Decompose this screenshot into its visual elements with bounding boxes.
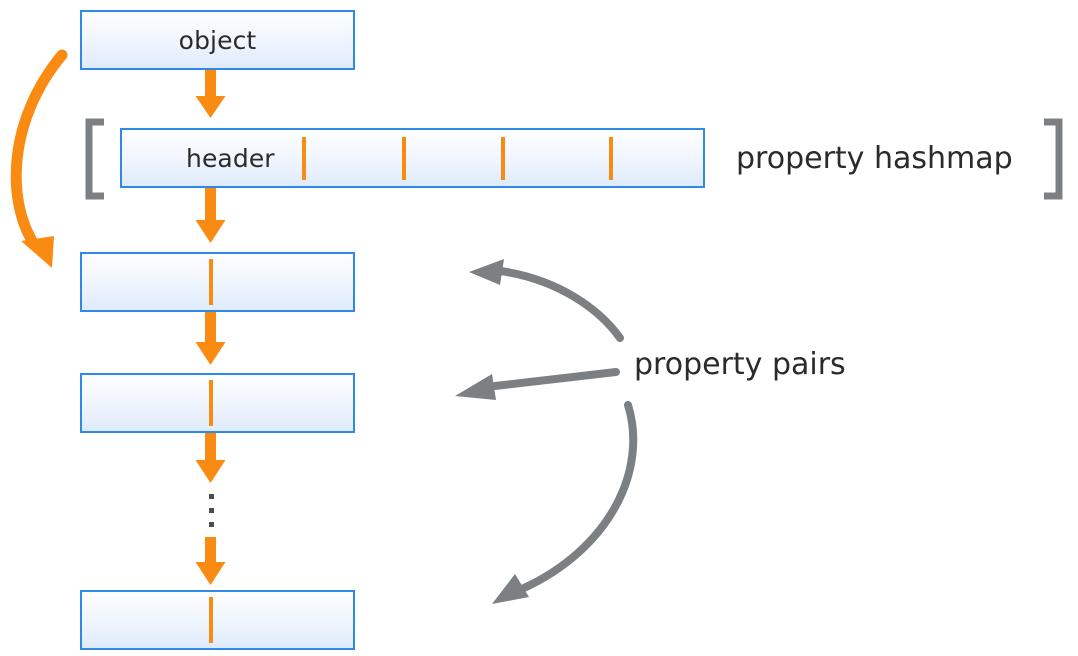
- callout-arrow-middle: [455, 368, 620, 400]
- pair-n-divider: [209, 597, 213, 643]
- arrow-object-to-pair1-curve: [10, 49, 68, 268]
- node-header-label: header: [186, 143, 275, 173]
- node-property-pair-1[interactable]: [80, 252, 355, 312]
- callout-arrow-bottom: [492, 401, 638, 604]
- ellipsis-dot: [208, 522, 214, 527]
- arrow-header-to-pair1: [195, 188, 226, 243]
- node-object[interactable]: object: [80, 10, 355, 70]
- bracket-left: [85, 118, 104, 200]
- bracket-right: [1044, 118, 1063, 200]
- arrow-pair1-to-pair2: [195, 312, 226, 365]
- label-property-hashmap: property hashmap: [736, 141, 1013, 176]
- label-property-pairs: property pairs: [634, 347, 846, 382]
- vertical-ellipsis: [208, 494, 214, 527]
- pair-2-divider: [209, 380, 213, 426]
- callout-arrow-top: [469, 259, 624, 342]
- hashmap-tick-4: [609, 137, 613, 180]
- arrow-pair2-to-ellipsis: [195, 433, 226, 483]
- ellipsis-dot: [208, 508, 214, 513]
- hashmap-tick-2: [402, 137, 406, 180]
- node-header[interactable]: header: [120, 128, 705, 188]
- node-object-label: object: [178, 25, 257, 55]
- arrow-object-to-header: [195, 70, 226, 118]
- pair-1-divider: [209, 259, 213, 305]
- node-property-pair-n[interactable]: [80, 590, 355, 650]
- arrow-ellipsis-to-pairN: [195, 537, 226, 585]
- hashmap-tick-3: [501, 137, 505, 180]
- hashmap-tick-1: [302, 137, 306, 180]
- node-property-pair-2[interactable]: [80, 373, 355, 433]
- ellipsis-dot: [208, 494, 214, 499]
